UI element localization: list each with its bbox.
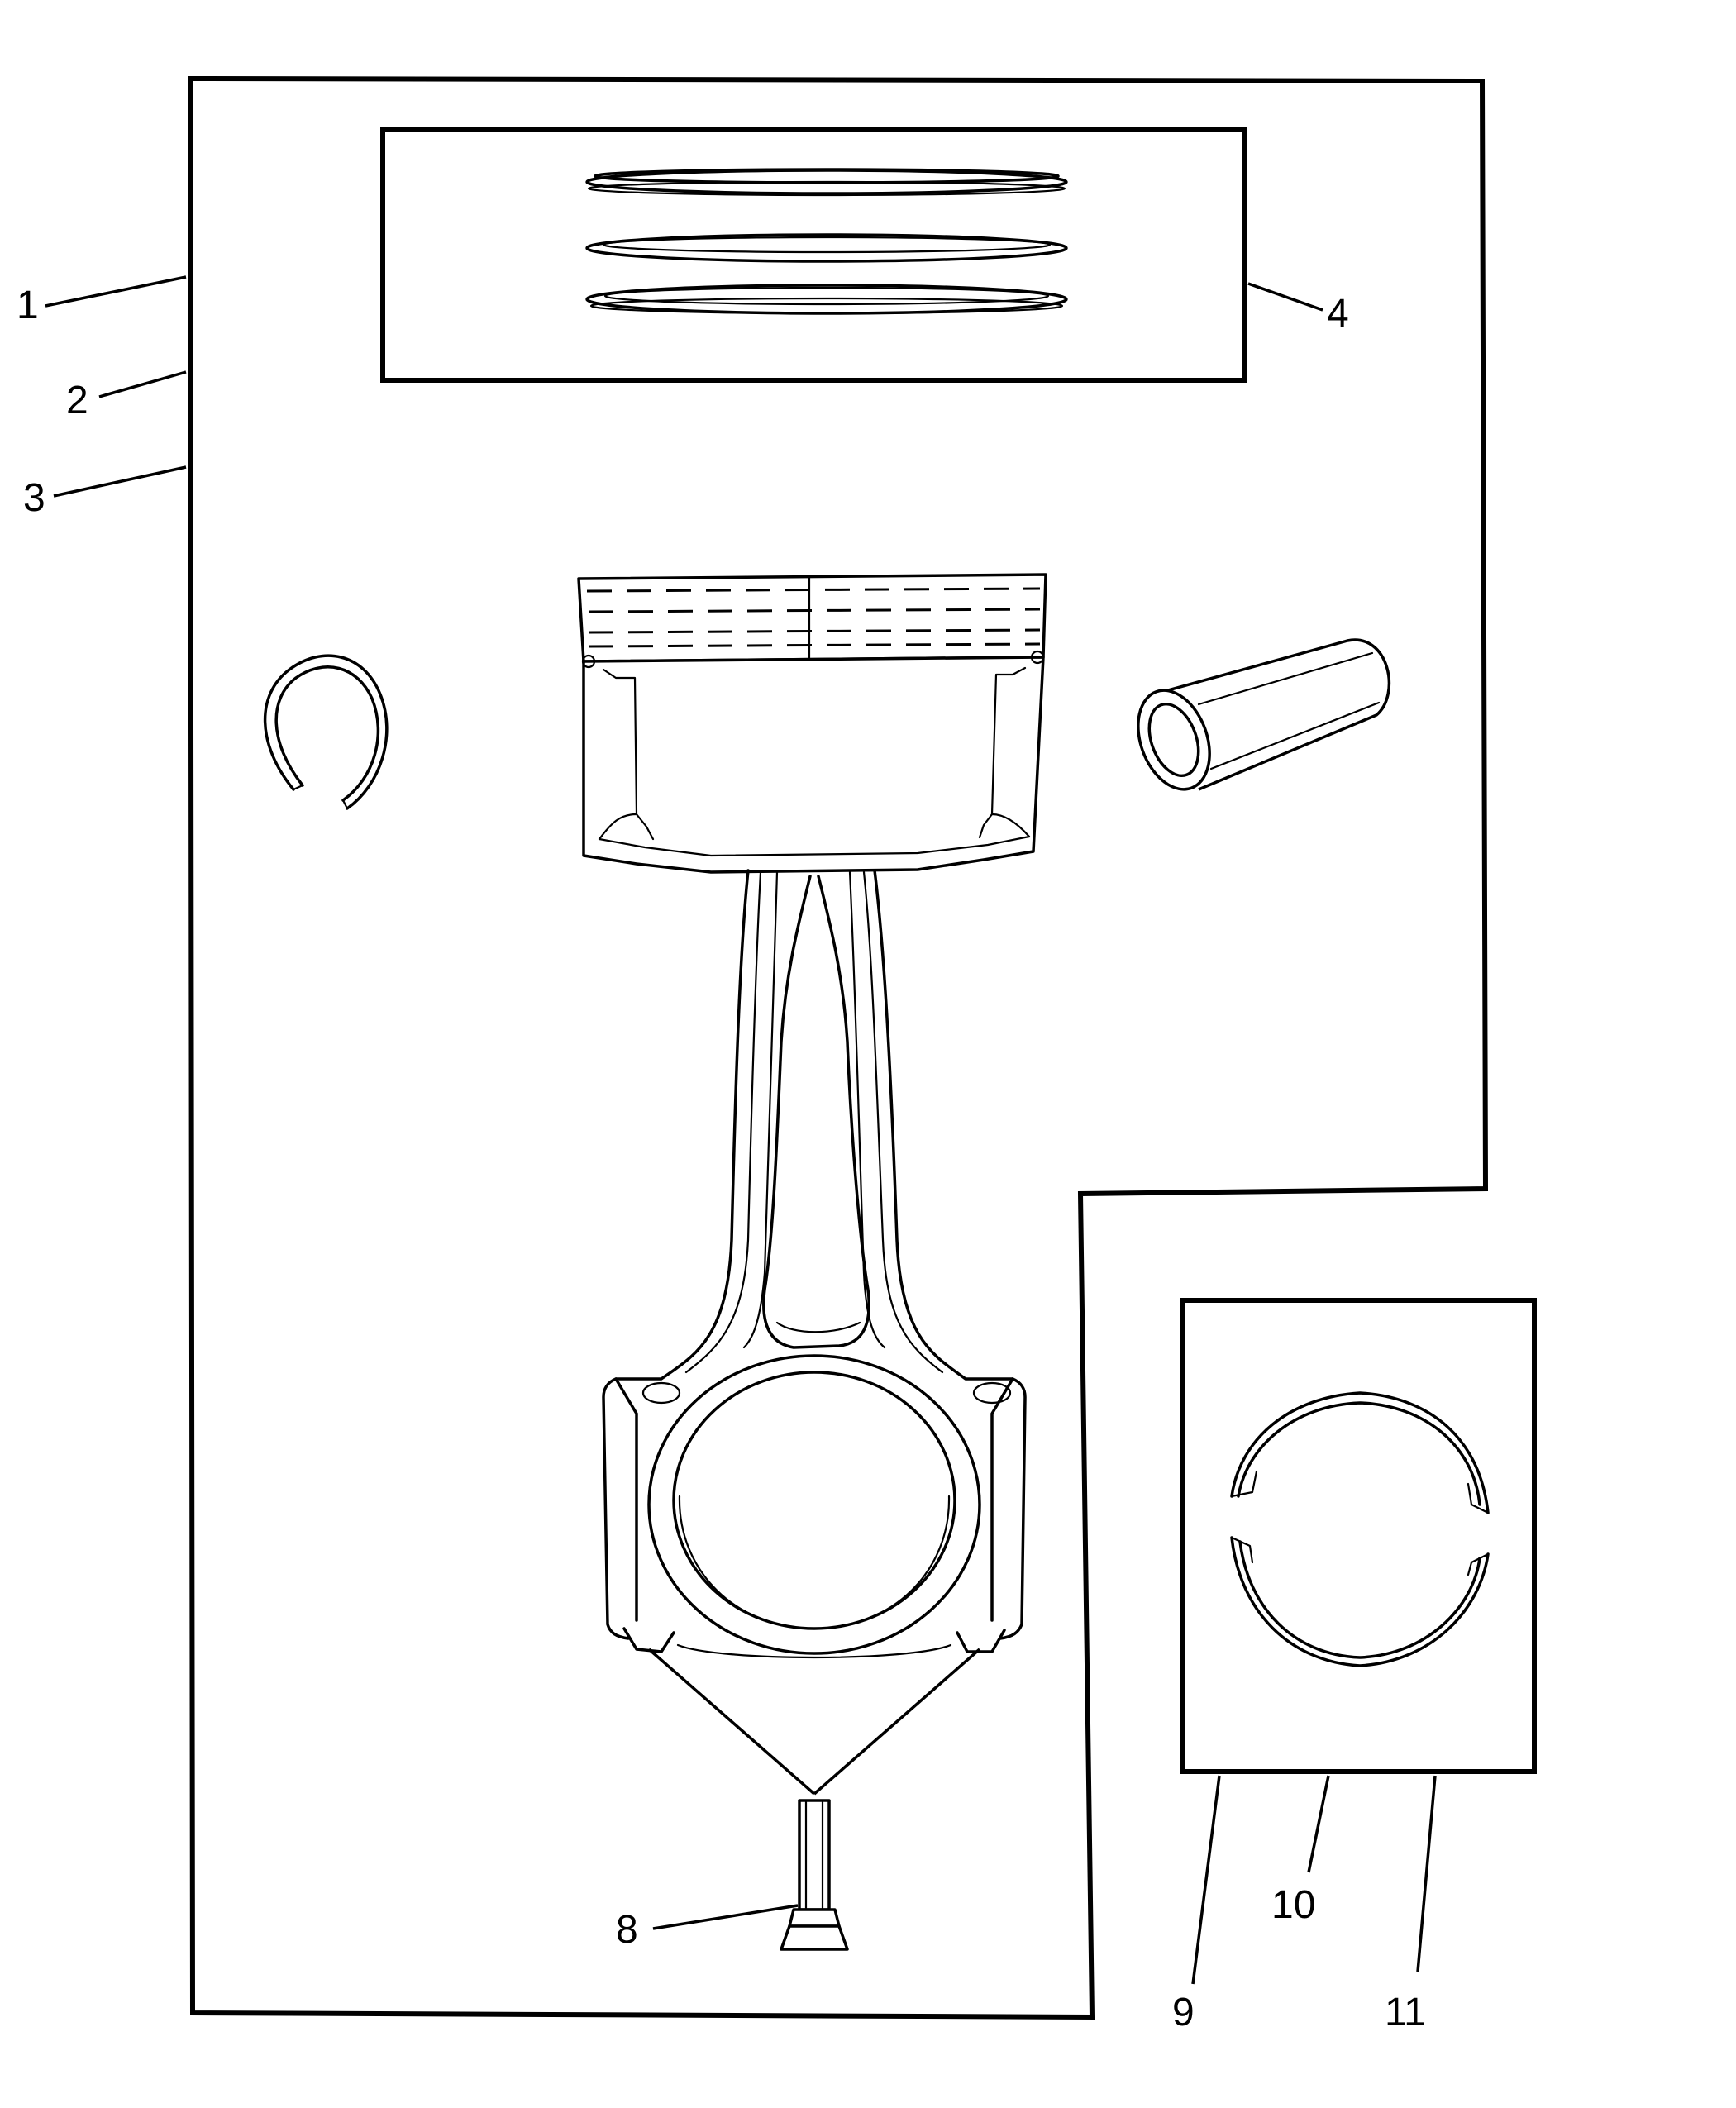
- callout-3: 3: [23, 476, 45, 520]
- callout-9: 9: [1172, 1991, 1195, 2034]
- piston-pin-icon: [1137, 638, 1390, 791]
- callout-8: 8: [616, 1908, 638, 1952]
- pin-retainer-clip-icon: [263, 654, 389, 810]
- connecting-rod-icon: [602, 869, 1027, 1659]
- rod-bolt-icon: [780, 1799, 849, 1951]
- callout-10: 10: [1271, 1883, 1315, 1927]
- piston-ring-set-icon: [380, 127, 1247, 383]
- callout-1: 1: [17, 284, 39, 327]
- piston-icon: [577, 573, 1047, 874]
- callout-11: 11: [1385, 1991, 1426, 2034]
- rod-bearing-icon: [1180, 1298, 1537, 1774]
- callout-2: 2: [66, 379, 88, 422]
- assembly-outline: [187, 75, 1489, 2020]
- callout-4: 4: [1327, 292, 1349, 336]
